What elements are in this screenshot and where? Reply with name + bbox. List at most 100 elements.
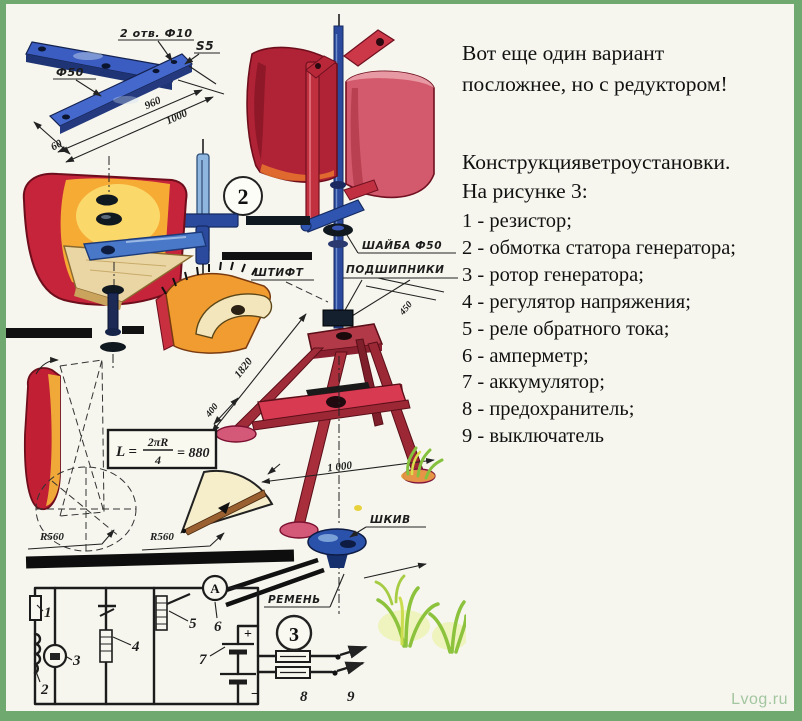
pulley-shade [340,540,356,548]
thickness-dim-label: S5 [196,39,214,53]
circuit-wires [33,586,260,706]
washer-label: ШАЙБА Ф50 [362,239,442,252]
shaft-collar2 [328,240,348,248]
dim-edge [377,277,445,293]
leader [34,668,41,683]
site-watermark: Lvog.ru [731,691,788,708]
scoop-assembly [22,156,207,368]
construction-arc [35,356,59,375]
construction-diagonal [59,359,103,517]
sector-pivot [181,528,187,534]
bearings-label: ПОДШИПНИКИ [346,264,445,276]
grass-tuft [406,446,444,480]
circuit-label-9: 9 [347,689,355,705]
belt-line [219,557,319,595]
extension-line [188,65,217,85]
arm-hole [101,245,115,255]
resistor-1 [29,595,42,621]
legend-item: 9 - выключатель [462,425,605,448]
dim-line-1000 [65,96,214,163]
construction-heading: Конструкцияветроустановки. [462,150,731,174]
leader [351,279,411,317]
flap-hole [315,63,321,69]
legend-item: 6 - амперметр; [462,344,589,367]
relay5-coil [155,595,168,631]
section-bar-long [25,549,295,569]
sector-gauge [180,469,274,534]
intro-line-2: посложнее, но с редуктором! [462,72,728,96]
switch-pole [335,654,341,660]
dim-1000-base: 1 000 [327,459,354,474]
intro-line-1: Вот еще один вариант [462,41,665,65]
section-bar [122,326,144,334]
switch-pole [332,670,338,676]
hole [62,114,70,120]
tacks [161,261,257,295]
dim-line-60 [33,121,71,155]
badge-circle [223,176,263,216]
circuit-diagram: A + − 3 1 2 3 4 [29,574,368,706]
construction-cross [36,467,136,551]
figure-badge-number: 3 [289,624,299,646]
circuit-label-7: 7 [199,652,207,668]
annotation-panel: Вот еще один вариант посложнее, но с ред… [462,38,794,450]
leader [214,601,218,619]
formula-box [106,428,218,470]
blue-arm [83,231,207,261]
formula-numerator: 2πR [147,435,169,449]
hole [101,63,111,69]
grass-tuft-light [398,596,404,646]
leader [75,79,102,97]
front-strap [305,61,320,228]
grass-tuft [428,600,466,654]
parts-legend: 1 - резистор; 2 - обмотка статора генера… [462,208,794,450]
radius-leader [27,529,115,550]
section-bar [222,252,312,260]
wind-turbine-illustration: 2 отв. Ф10 S5 Ф50 960 1000 60 [6,14,466,706]
bolt-foot [100,342,126,352]
battery-plus: + [244,627,252,642]
belt-line [225,567,325,608]
pulley-label: ШКИВ [370,514,411,526]
pivot-bolt [107,292,119,330]
relay4-armature [99,608,115,617]
legend-item: 2 - обмотка статора генератора; [462,236,736,259]
legend-item: 3 - ротор генератора; [462,263,644,286]
dim-line-400 [213,397,239,425]
bearing-block [322,309,354,327]
left-column: R560 L = 2πR 4 = 880 R560 [23,356,281,552]
radius-label-sector: R560 [149,531,174,543]
construction-diagonal [59,365,105,513]
grass [354,446,466,654]
top-right-flap [342,29,396,67]
legend-item: 8 - предохранитель; [462,398,635,421]
dim-edge [365,285,437,301]
needle-arrowhead [218,502,230,514]
formula-lhs: L = [115,444,137,460]
grass-halo [378,610,430,642]
leader [168,610,189,622]
circuit-label-8: 8 [300,689,308,705]
stand-dimensions: 1820 400 1 000 [203,313,435,614]
dim-400: 400 [203,402,220,420]
washer [96,194,118,206]
radius-leader [141,532,225,551]
paint-highlight [113,96,139,104]
pulley-highlight [318,534,338,542]
wood-grain [85,259,167,267]
formula-result: = 880 [177,446,209,461]
dim-1820: 1820 [232,355,255,380]
grass-tuft-light [410,450,422,476]
cross-arm-dark [246,216,310,225]
belt-label: РЕМЕНЬ [268,594,321,606]
circuit-label-3: 3 [72,653,81,669]
washer-highlight [101,215,111,219]
hole [38,46,46,52]
left-blade-shadow [254,62,266,160]
circuit-label-5: 5 [189,616,197,632]
dim-60: 60 [49,137,65,153]
rotor-drawing [246,14,435,329]
pulley-hub [326,553,348,568]
battery-minus: − [251,687,259,702]
